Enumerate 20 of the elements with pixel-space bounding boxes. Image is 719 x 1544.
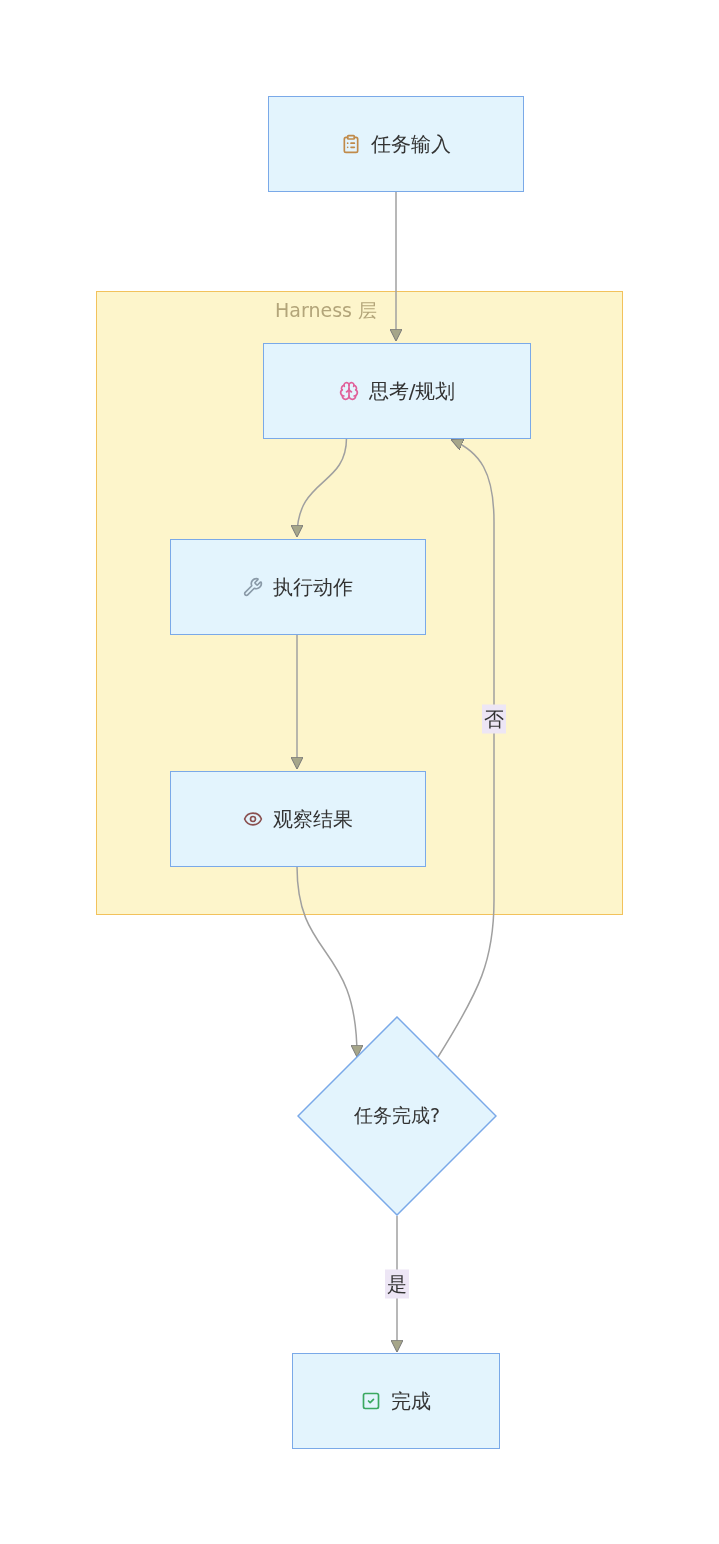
process-box [268,96,524,192]
arrow [389,191,403,342]
box-label: 思考/规划 [368,377,456,405]
process-box [170,539,426,635]
box-label: 观察结果 [273,805,353,833]
box-label: 任务输入 [371,130,451,158]
group-container [96,291,623,915]
edge-label: 否 [482,704,506,733]
arrow [290,633,304,770]
box-label: 执行动作 [273,573,353,601]
arrow [296,865,363,1058]
process-box [292,1353,500,1449]
arrow [437,438,495,1058]
box-label: 完成 [391,1387,431,1415]
arrow [291,437,348,538]
decision-text: 任务完成? [353,1103,441,1128]
edge-label: 是 [385,1269,409,1298]
process-box [263,343,531,439]
group-title: Harness 层 [275,298,377,323]
process-box [170,771,426,867]
